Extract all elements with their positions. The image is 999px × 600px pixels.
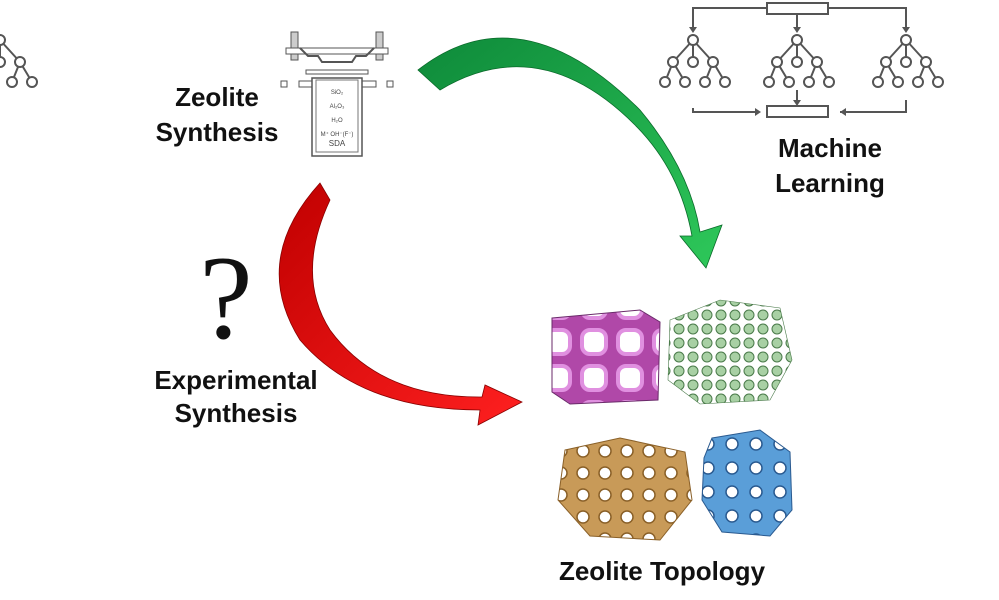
decision-tree-1 [659, 34, 731, 88]
zeolite-structure-pink [551, 309, 661, 405]
autoclave-sio2: SiO₂ [331, 90, 344, 96]
zeolite-structure-green [667, 299, 793, 405]
zeolite-structure-tan [557, 437, 693, 541]
zeolite-structure-blue [701, 429, 793, 537]
decision-tree-3 [872, 34, 944, 88]
zeolite-topology-label: Zeolite Topology [559, 556, 766, 586]
zeolite-synthesis-label-line1: Zeolite [175, 82, 259, 112]
green-arrow-icon [417, 37, 723, 269]
red-arrow-icon [278, 182, 523, 426]
autoclave-al2o3: Al₂O₃ [330, 104, 345, 110]
question-mark: ? [199, 231, 252, 364]
autoclave-sda: SDA [329, 139, 346, 148]
machine-learning-label-line2: Learning [775, 168, 885, 198]
autoclave-icon: SiO₂ Al₂O₃ H₂O M⁺ OH⁻(F⁻) SDA [280, 31, 394, 157]
zeolite-synthesis-label-line2: Synthesis [156, 117, 279, 147]
autoclave-h2o: H₂O [331, 118, 343, 124]
random-forest-icon [0, 2, 944, 118]
decision-tree-2 [763, 34, 835, 88]
machine-learning-label-line1: Machine [778, 133, 882, 163]
experimental-synthesis-label-line1: Experimental [154, 365, 317, 395]
experimental-synthesis-label-line2: Synthesis [175, 398, 298, 428]
autoclave-base: M⁺ OH⁻(F⁻) [321, 131, 354, 138]
